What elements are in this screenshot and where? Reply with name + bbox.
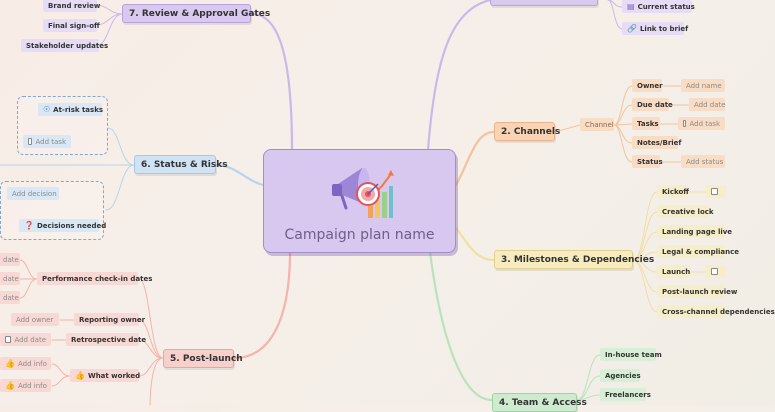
add-decision[interactable]: Add decision [7,187,59,200]
branch-review-approval[interactable]: 7. Review & Approval Gates [122,4,270,23]
reporting-owner[interactable]: Reporting owner [74,313,145,326]
performance-checkin[interactable]: Performance check-in dates [37,272,152,285]
add-task-risk[interactable]: Add task [23,135,71,148]
kickoff-checkbox[interactable] [706,185,726,198]
milestone-kickoff[interactable]: Kickoff [657,185,689,198]
branch-channels[interactable]: 2. Channels [494,122,560,141]
connection-lines [0,0,707,406]
megaphone-chart-icon [332,168,394,218]
retrospective-date[interactable]: Retrospective date [66,333,146,346]
checkbox-icon[interactable] [711,188,718,195]
field-tasks[interactable]: Tasks [632,117,660,130]
branch-review-label: 7. Review & Approval Gates [129,8,271,19]
checkbox-icon[interactable] [28,138,33,145]
checkbox-icon[interactable] [5,336,12,343]
branch-top-right[interactable] [490,0,598,6]
decisions-needed[interactable]: ❓ Decisions needed [19,219,106,232]
link-to-brief[interactable]: 🔗 Link to brief [622,22,688,35]
add-info-1[interactable]: 👍 Add info [0,357,51,370]
add-retro-date[interactable]: Add date [0,333,51,346]
link-milestones [454,226,496,262]
field-owner[interactable]: Owner [632,79,663,92]
review-item-brand[interactable]: Brand review [43,0,100,12]
link-channels [454,130,496,187]
at-risk-tasks[interactable]: ☉ At-risk tasks [38,103,103,116]
milestone-creative-lock[interactable]: Creative lock [657,205,714,218]
milestone-cross-channel[interactable]: Cross-channel dependencies [657,305,775,318]
checkbox-icon[interactable] [683,120,687,127]
bar-chart-icon: ▤ [627,2,635,11]
thumbs-up-icon: 👍 [75,371,85,380]
question-icon: ❓ [24,221,34,230]
branch-status-risks[interactable]: 6. Status & Risks [134,155,228,174]
link-team [428,250,494,402]
perf-date-2[interactable]: date [0,272,20,285]
person-search-icon: ☉ [43,105,51,114]
thumbs-up-icon: 👍 [5,381,15,390]
perf-date-1[interactable]: date [0,253,20,266]
link-status [214,163,265,187]
milestone-legal[interactable]: Legal & compliance [657,245,739,258]
current-status[interactable]: ▤ Current status [622,0,695,13]
review-item-stakeholder[interactable]: Stakeholder updates [21,39,108,52]
link-icon: 🔗 [627,24,637,33]
add-owner[interactable]: Add owner [11,313,59,326]
perf-date-3[interactable]: date [0,291,20,304]
link-post [232,250,292,360]
add-name[interactable]: Add name [681,79,725,92]
field-status[interactable]: Status [632,155,663,168]
add-due-date[interactable]: Add date [689,98,726,111]
add-channel-task[interactable]: Add task [678,117,725,130]
thumbs-up-icon: 👍 [5,359,15,368]
milestone-landing-page[interactable]: Landing page live [657,225,732,238]
link-top [426,0,492,152]
central-topic[interactable]: Campaign plan name [263,149,456,253]
checkbox-icon[interactable] [711,268,718,275]
add-info-2[interactable]: 👍 Add info [0,379,51,392]
channel-node[interactable]: Channel [580,118,614,131]
link-review [250,12,294,152]
field-due-date[interactable]: Due date [632,98,673,111]
central-title: Campaign plan name [284,227,435,243]
team-in-house[interactable]: In-house team [600,348,662,361]
what-worked[interactable]: 👍 What worked [70,369,140,382]
milestone-launch[interactable]: Launch [657,265,690,278]
launch-checkbox[interactable] [706,265,726,278]
milestone-post-launch-review[interactable]: Post-launch review [657,285,737,298]
branch-milestones[interactable]: 3. Milestones & Dependencies [494,250,654,269]
team-agencies[interactable]: Agencies [600,369,641,382]
add-status[interactable]: Add status [681,155,725,168]
review-item-signoff[interactable]: Final sign-off [43,19,100,32]
branch-team-access[interactable]: 4. Team & Access [492,393,587,412]
team-freelancers[interactable]: Freelancers [600,388,651,401]
branch-post-launch[interactable]: 5. Post-launch [163,349,243,368]
field-notes-brief[interactable]: Notes/Brief [632,136,681,149]
